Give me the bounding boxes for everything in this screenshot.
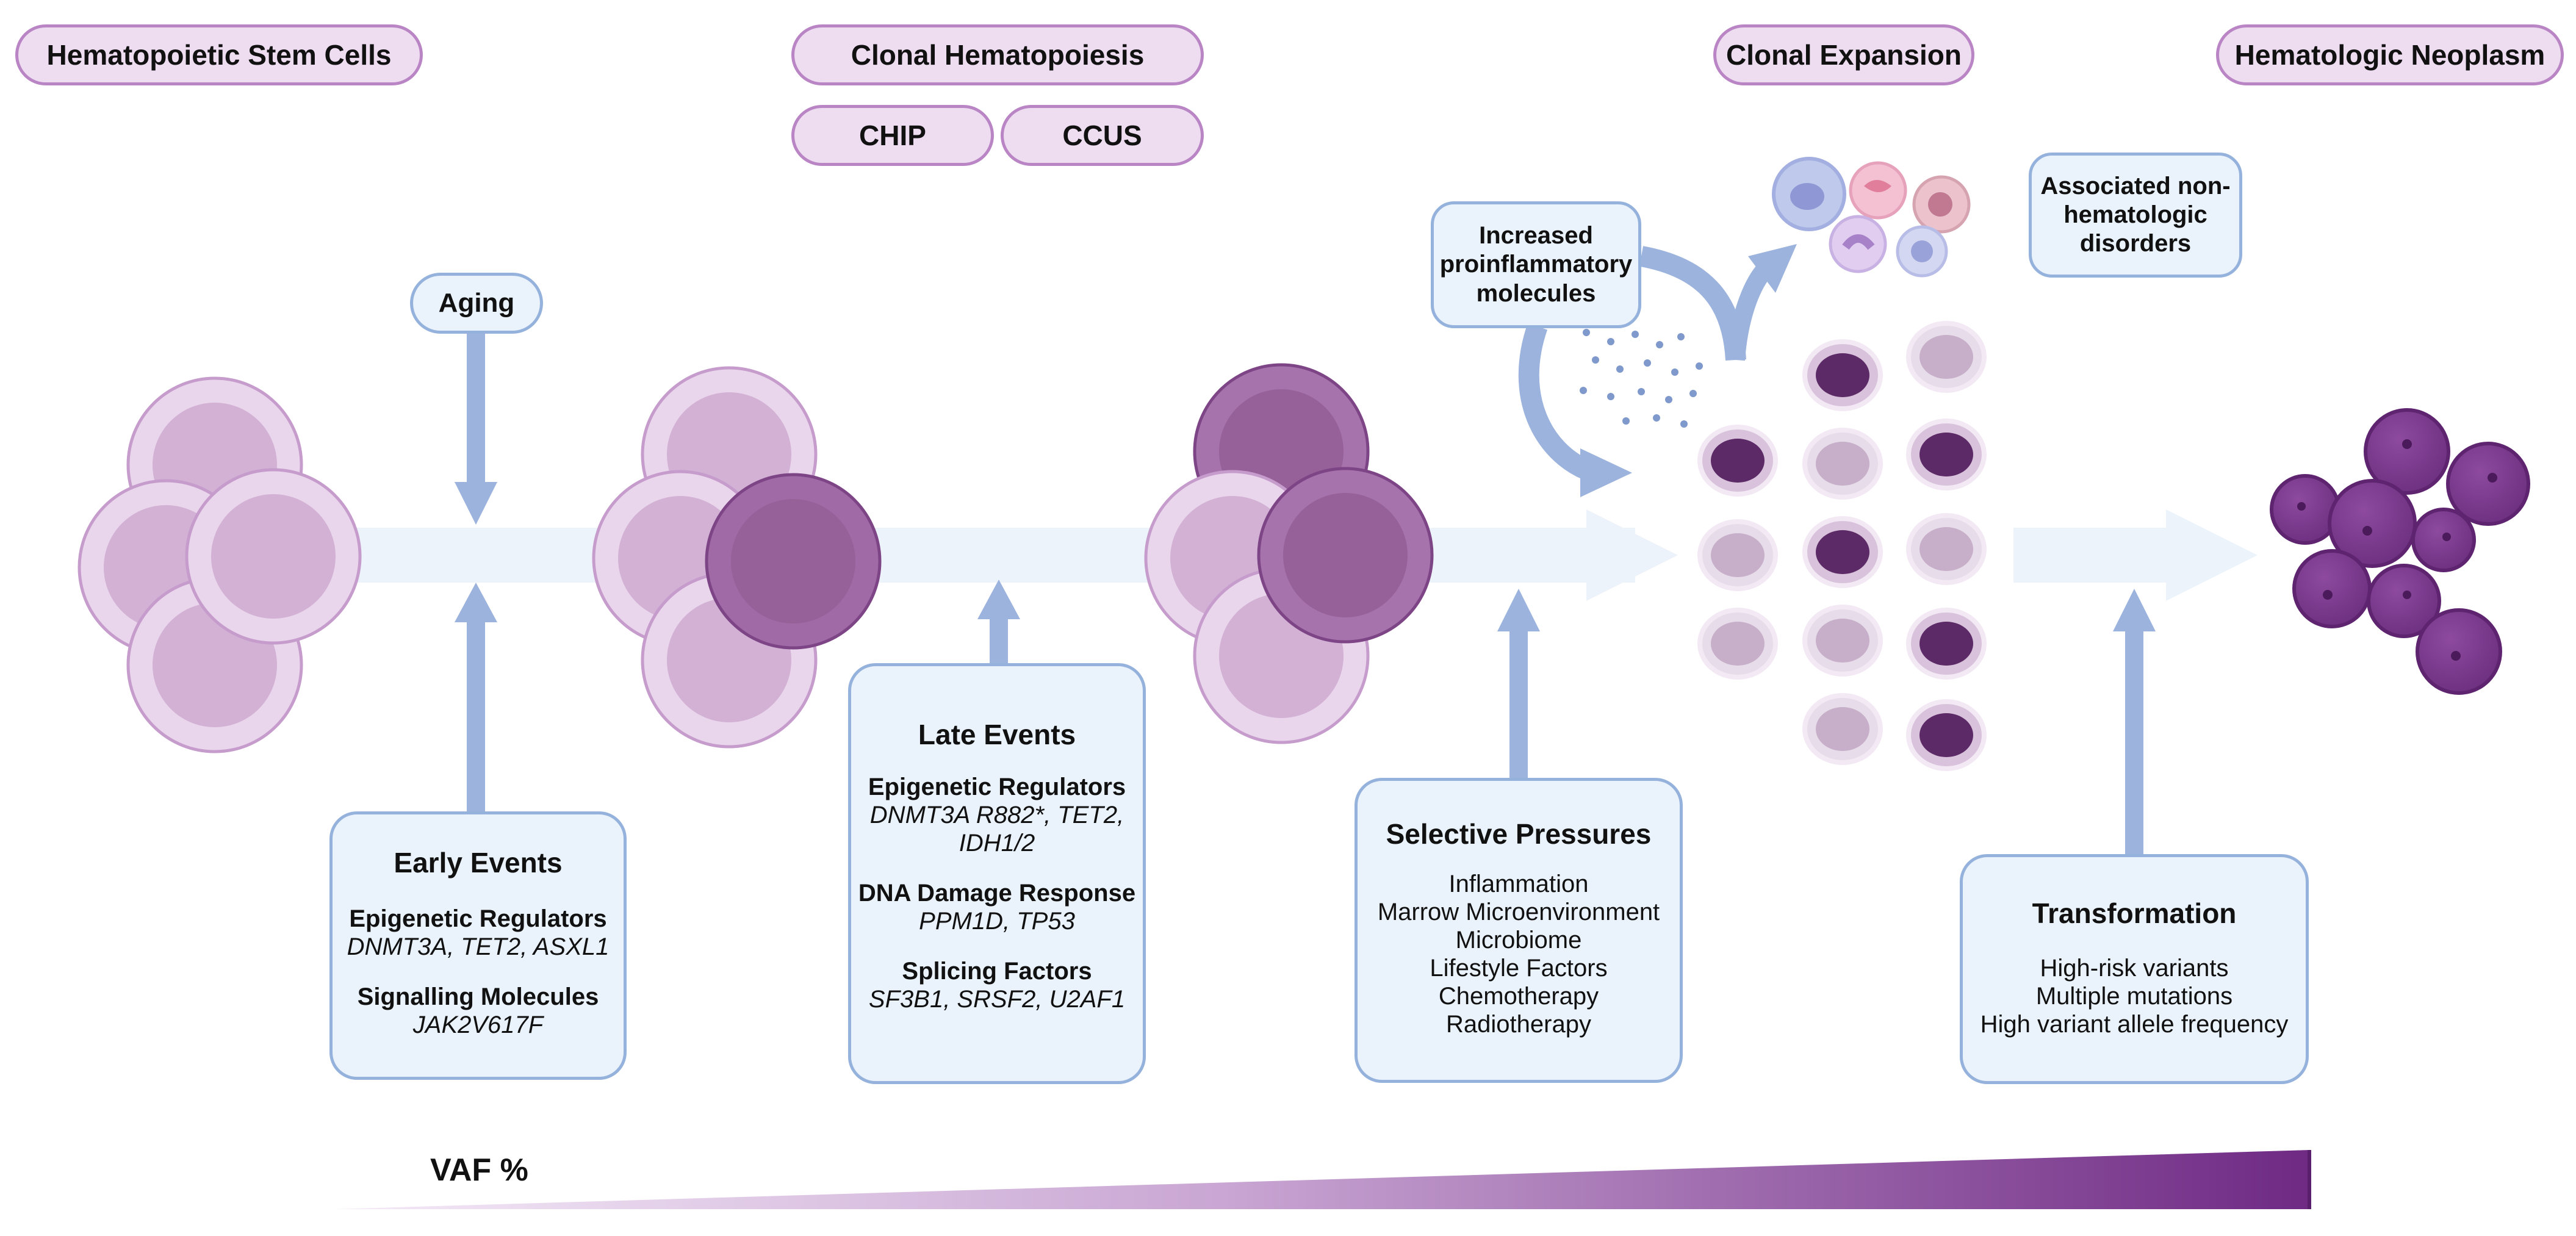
late-dna-damage-heading: DNA Damage Response	[858, 880, 1136, 907]
aging-label: Aging	[410, 273, 543, 334]
late-dna-damage-genes: PPM1D, TP53	[919, 908, 1075, 935]
late-events-arrow	[977, 580, 1020, 663]
early-events-arrow	[455, 583, 497, 811]
stage-hsc-label: Hematopoietic Stem Cells	[15, 24, 423, 85]
transformation-title: Transformation	[2032, 897, 2237, 929]
proinflammatory-line-1: Increased	[1479, 222, 1593, 250]
aging-text: Aging	[438, 288, 515, 318]
ccus-label: CCUS	[1001, 105, 1204, 166]
proinflammatory-line-2: proinflammatory	[1439, 251, 1633, 278]
ch-cell-cluster	[592, 366, 882, 749]
selective-pressures-arrow	[1497, 589, 1540, 778]
inflammation-curved-arrows	[1518, 244, 1797, 497]
pressure-item: Radiotherapy	[1446, 1011, 1591, 1038]
stage-clonal-expansion-label: Clonal Expansion	[1713, 24, 1974, 85]
selective-pressures-box: Selective Pressures Inflammation Marrow …	[1355, 778, 1683, 1083]
transformation-arrow	[2113, 589, 2156, 854]
late-splicing-heading: Splicing Factors	[902, 958, 1092, 985]
proinflammatory-box: Increased proinflammatory molecules	[1431, 201, 1641, 328]
pressure-item: Microbiome	[1455, 927, 1582, 954]
late-epigenetic-heading: Epigenetic Regulators	[868, 774, 1126, 800]
early-epigenetic-heading: Epigenetic Regulators	[349, 905, 607, 932]
non-hematologic-line-2: hematologic	[2063, 201, 2207, 228]
early-events-title: Early Events	[394, 847, 563, 878]
pressure-item: Inflammation	[1448, 871, 1589, 897]
transformation-item: High variant allele frequency	[1980, 1011, 2289, 1038]
neoplasm-cells	[2270, 408, 2530, 695]
transformation-item: Multiple mutations	[2035, 983, 2233, 1010]
pressure-item: Lifestyle Factors	[1430, 955, 1608, 982]
aging-arrow	[455, 329, 497, 525]
transformation-item: High-risk variants	[2040, 955, 2229, 982]
late-splicing-genes: SF3B1, SRSF2, U2AF1	[868, 986, 1126, 1013]
vaf-label: VAF %	[430, 1152, 528, 1188]
clonal-expansion-cells	[1697, 321, 1987, 771]
late-events-box: Late Events Epigenetic Regulators DNMT3A…	[848, 663, 1146, 1084]
late-epigenetic-genes-1: DNMT3A R882*, TET2,	[869, 802, 1124, 828]
proinflammatory-dots	[1580, 329, 1703, 428]
stage-neoplasm-label: Hematologic Neoplasm	[2216, 24, 2564, 85]
hsc-cell-cluster	[77, 376, 362, 753]
late-events-title: Late Events	[918, 719, 1076, 750]
vaf-gradient-wedge	[334, 1150, 2309, 1209]
non-hematologic-line-1: Associated non-	[2040, 172, 2231, 199]
early-signalling-genes: JAK2V617F	[412, 1011, 544, 1038]
pressure-item: Marrow Microenvironment	[1377, 899, 1660, 925]
chip-label: CHIP	[791, 105, 994, 166]
non-hematologic-line-3: disorders	[2079, 230, 2192, 257]
immune-cells	[1772, 157, 1971, 278]
late-epigenetic-genes-2: IDH1/2	[959, 830, 1035, 857]
early-signalling-heading: Signalling Molecules	[357, 983, 599, 1010]
pressure-item: Chemotherapy	[1438, 983, 1599, 1010]
early-epigenetic-genes: DNMT3A, TET2, ASXL1	[347, 933, 610, 960]
selective-pressures-title: Selective Pressures	[1386, 818, 1652, 850]
expanding-cell-cluster	[1144, 363, 1434, 744]
proinflammatory-line-3: molecules	[1476, 279, 1596, 307]
transformation-box: Transformation High-risk variants Multip…	[1960, 854, 2309, 1084]
stage-clonal-hematopoiesis-label: Clonal Hematopoiesis	[791, 24, 1204, 85]
early-events-box: Early Events Epigenetic Regulators DNMT3…	[329, 811, 627, 1080]
non-hematologic-box: Associated non- hematologic disorders	[2029, 153, 2242, 278]
